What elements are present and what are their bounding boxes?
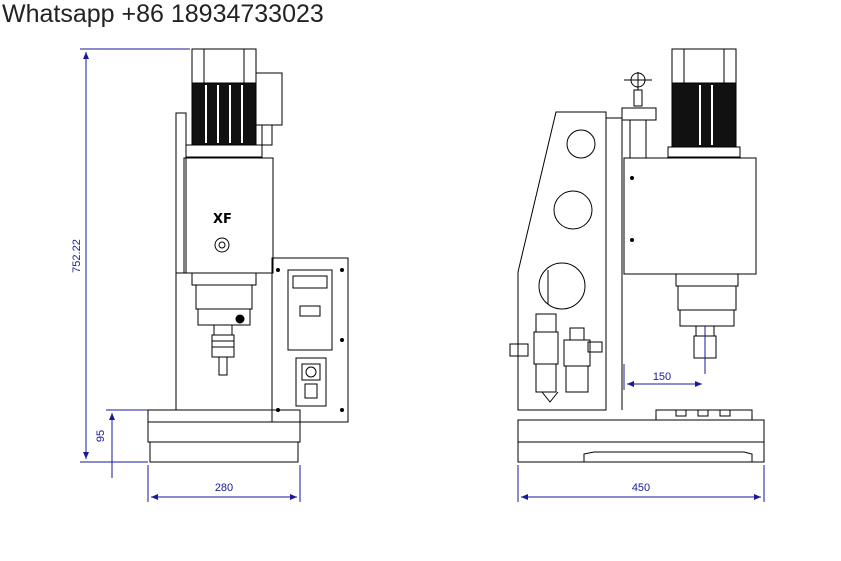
dim-base-height: 95 (95, 430, 107, 442)
side-filter-regulator (509, 313, 603, 403)
side-view (509, 48, 765, 463)
side-motor (667, 48, 741, 158)
contact-header: Whatsapp +86 18934733023 (2, 0, 324, 28)
side-spindle (675, 273, 739, 374)
front-control-box (271, 257, 349, 423)
front-dimensions (80, 48, 301, 502)
front-base (147, 409, 301, 463)
front-motor (175, 48, 283, 274)
side-head-box (623, 157, 757, 275)
side-base (517, 409, 765, 463)
front-view (147, 48, 349, 463)
dim-height-total: 752.22 (71, 239, 83, 273)
front-spindle (191, 272, 257, 376)
side-dimensions (517, 364, 765, 502)
brand-label: XF (213, 212, 232, 227)
dim-throat: 150 (653, 371, 671, 383)
side-frame (517, 111, 623, 411)
side-handwheel (621, 72, 657, 158)
dim-width: 280 (215, 482, 233, 494)
dim-depth: 450 (632, 482, 650, 494)
